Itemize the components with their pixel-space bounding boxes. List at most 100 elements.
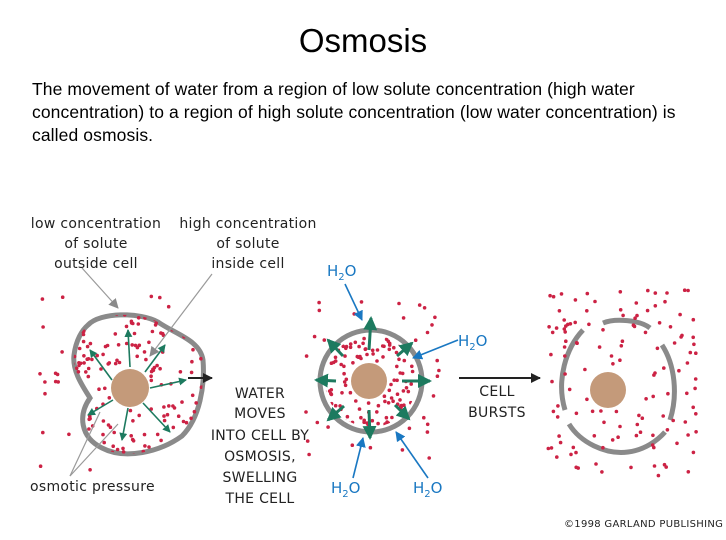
solute-dot xyxy=(158,366,162,371)
solute-dot xyxy=(682,288,687,293)
solute-dot xyxy=(694,351,698,356)
solute-dot xyxy=(142,432,147,437)
solute-dot xyxy=(563,354,567,358)
solute-dot xyxy=(686,470,691,474)
solute-dot xyxy=(688,350,693,355)
svg-text:H2O: H2O xyxy=(458,332,487,353)
solute-dot xyxy=(342,371,346,376)
solute-dot xyxy=(86,443,90,447)
membrane-fragment xyxy=(559,328,585,411)
solute-dot xyxy=(384,337,389,342)
solute-dot xyxy=(430,323,434,327)
solute-dot xyxy=(144,457,148,461)
water-arrow xyxy=(393,403,411,421)
solute-dot xyxy=(167,404,171,408)
solute-dot xyxy=(573,298,578,302)
water-arrow xyxy=(314,373,337,388)
solute-dot xyxy=(376,403,381,408)
solute-dot xyxy=(60,295,65,300)
solute-dot xyxy=(417,303,422,307)
solute-dot xyxy=(568,322,573,326)
solute-dot xyxy=(567,387,572,392)
svg-text:H2O: H2O xyxy=(413,479,442,500)
solute-dot xyxy=(350,443,355,448)
solute-dot xyxy=(427,456,432,460)
solute-dot xyxy=(363,347,368,352)
water-arrow xyxy=(326,338,345,358)
solute-dot xyxy=(333,403,338,408)
solute-dot xyxy=(422,306,427,310)
slide-description: The movement of water from a region of l… xyxy=(32,79,676,145)
solute-dot xyxy=(332,335,337,336)
solute-dot xyxy=(663,299,667,304)
solute-dot xyxy=(106,423,111,427)
solute-dot xyxy=(322,338,327,342)
water-arrow xyxy=(363,316,378,351)
water-arrow xyxy=(395,431,429,479)
solute-dot xyxy=(361,341,365,346)
solute-dot xyxy=(149,374,153,379)
solute-dot xyxy=(99,367,103,371)
solute-dot xyxy=(619,344,624,348)
water-arrow xyxy=(344,283,363,321)
solute-dot xyxy=(645,308,650,313)
solute-dot xyxy=(618,424,622,429)
solute-dot xyxy=(685,361,690,365)
solute-dot xyxy=(67,432,71,437)
water-arrow xyxy=(124,329,133,368)
solute-dot xyxy=(131,419,135,423)
solute-dot xyxy=(305,439,310,443)
solute-dot xyxy=(370,418,375,423)
solute-dot xyxy=(359,415,363,420)
solute-dot xyxy=(165,412,170,417)
solute-dot xyxy=(90,357,94,362)
solute-dot xyxy=(691,405,695,410)
solute-dot xyxy=(88,468,92,472)
solute-dot xyxy=(129,434,133,438)
solute-dot xyxy=(41,325,45,329)
solute-dot xyxy=(191,347,195,352)
solute-dot xyxy=(686,433,690,437)
solute-dot xyxy=(594,462,598,466)
solute-dot xyxy=(585,397,589,402)
solute-dot xyxy=(592,434,597,438)
label-water-moves-4: OSMOSIS, xyxy=(224,449,296,465)
h2o-label: H2O xyxy=(331,479,360,500)
solute-dot xyxy=(344,344,349,349)
solute-dot xyxy=(387,388,392,393)
solute-dot xyxy=(433,315,437,320)
solute-dot xyxy=(562,345,567,349)
water-arrow xyxy=(352,437,366,479)
solute-dot xyxy=(435,358,440,363)
solute-dot xyxy=(395,364,399,369)
solute-dot xyxy=(640,416,645,421)
solute-dot xyxy=(571,445,576,450)
solute-dot xyxy=(611,362,615,366)
solute-dot xyxy=(644,397,648,401)
solute-dot xyxy=(132,331,137,336)
solute-dot xyxy=(386,401,391,405)
solute-dot xyxy=(117,360,122,365)
solute-dot xyxy=(402,423,407,427)
solute-dot xyxy=(130,343,134,347)
solute-dot xyxy=(618,308,623,312)
solute-dot xyxy=(147,340,151,345)
water-arrow xyxy=(119,407,129,441)
solute-dot xyxy=(130,437,135,442)
solute-dot xyxy=(597,345,602,349)
solute-dot xyxy=(304,354,309,358)
solute-dot xyxy=(635,313,639,318)
solute-dot xyxy=(81,318,85,323)
solute-dot xyxy=(162,418,167,423)
solute-dot xyxy=(562,318,566,322)
solute-dot xyxy=(409,382,414,386)
solute-dot xyxy=(643,330,648,335)
water-arrow xyxy=(362,409,377,440)
solute-dot xyxy=(317,308,322,313)
solute-dot xyxy=(437,368,441,373)
solute-dot xyxy=(93,309,97,313)
solute-dot xyxy=(121,446,125,451)
solute-dot xyxy=(401,316,406,320)
solute-dot xyxy=(190,359,194,364)
solute-dot xyxy=(555,415,560,419)
